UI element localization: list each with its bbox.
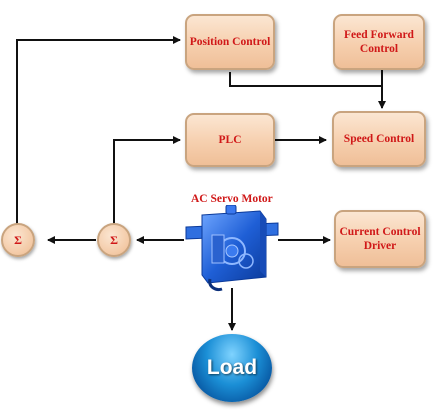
summing-junction-right: Σ bbox=[97, 223, 131, 257]
plc-label: PLC bbox=[218, 134, 242, 146]
load-label: Load bbox=[206, 356, 258, 379]
arrow-sum-to-plc bbox=[113, 136, 181, 227]
summing-junction-left: Σ bbox=[1, 223, 35, 257]
feed-forward-control-label: Feed Forward Control bbox=[344, 29, 414, 55]
sigma-symbol-left: Σ bbox=[14, 232, 22, 247]
load-disc: Load bbox=[192, 334, 272, 402]
servo-motor-icon bbox=[185, 205, 279, 291]
ac-servo-motor-label: AC Servo Motor bbox=[191, 193, 273, 205]
plc-block: PLC bbox=[185, 113, 275, 167]
position-control-label: Position Control bbox=[189, 36, 271, 48]
speed-control-block: Speed Control bbox=[332, 111, 426, 167]
sigma-symbol-right: Σ bbox=[110, 232, 118, 247]
current-control-driver-label: Current Control Driver bbox=[339, 226, 421, 252]
arrow-sum-to-position-control bbox=[16, 36, 181, 227]
feed-forward-control-block: Feed Forward Control bbox=[333, 14, 425, 70]
arrow-position-control-to-speed-control bbox=[229, 72, 386, 109]
position-control-block: Position Control bbox=[185, 14, 275, 70]
current-control-driver-block: Current Control Driver bbox=[334, 210, 426, 268]
speed-control-label: Speed Control bbox=[343, 133, 415, 145]
